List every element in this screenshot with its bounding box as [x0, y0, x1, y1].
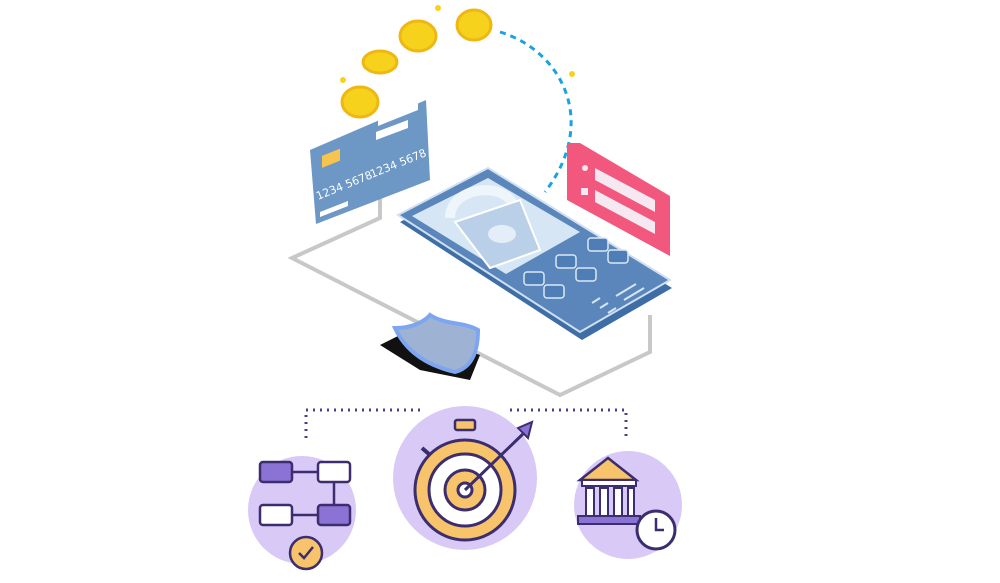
target-stopwatch-icon [393, 406, 537, 550]
shield-icon [380, 312, 481, 380]
coin-icon [340, 5, 575, 119]
bank-clock-icon [574, 451, 682, 559]
flowchart-icon [248, 456, 356, 571]
phone-lock-icon [396, 166, 672, 340]
dotted-connector [304, 408, 628, 440]
credit-card-icon: 1234 5678 1234 5678 [310, 100, 430, 224]
login-form-icon [567, 143, 670, 256]
dashed-arc [499, 30, 573, 193]
